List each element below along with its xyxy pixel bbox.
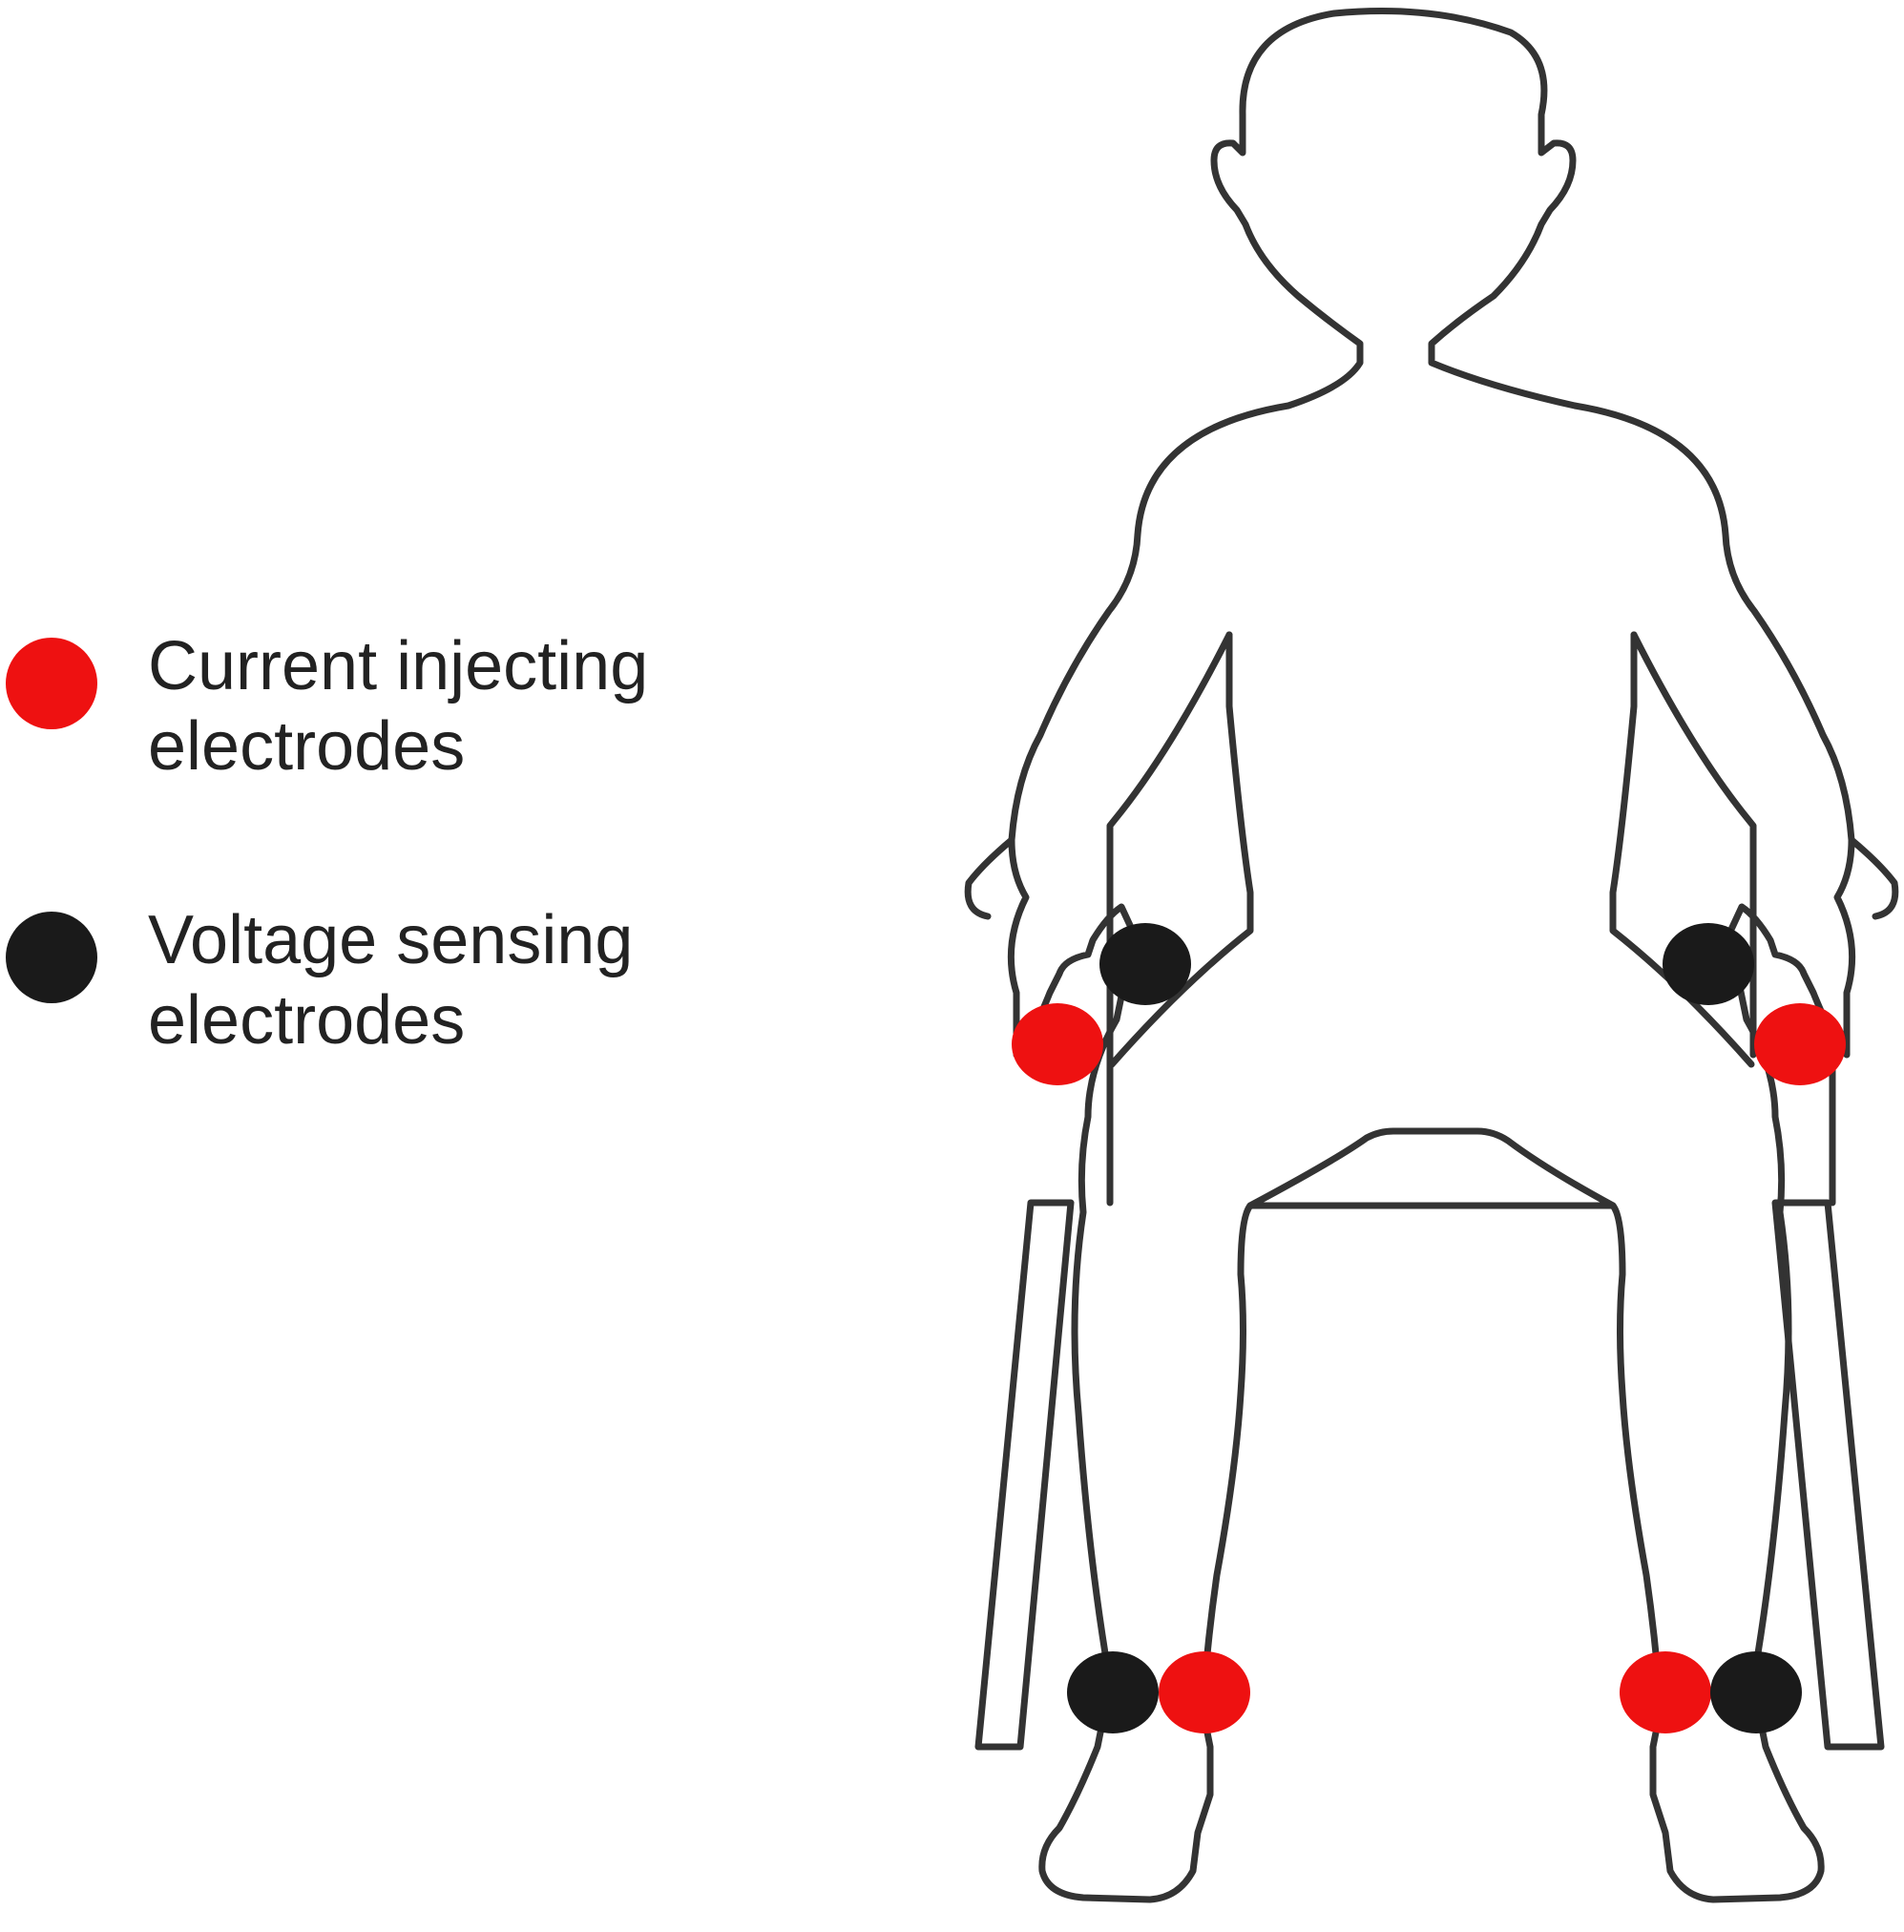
- outline-group: [964, 8, 1899, 1903]
- current-electrode-right-ankle: [1159, 1651, 1250, 1733]
- voltage-electrode-right-hand: [1099, 923, 1191, 1005]
- voltage-electrode-left-hand: [1663, 923, 1754, 1005]
- chair-seat: [1246, 1127, 1617, 1209]
- current-electrode-left-wrist: [1754, 1003, 1846, 1085]
- voltage-electrode-right-ankle: [1067, 1651, 1159, 1733]
- current-electrode-swatch: [6, 638, 97, 729]
- right-hand-knuckles: [1848, 836, 1899, 920]
- chair-right-leg: [1771, 1199, 1885, 1751]
- left-torso-side-line: [1108, 631, 1254, 1068]
- left-hand-knuckles: [964, 836, 1015, 920]
- voltage-electrode-swatch: [6, 912, 97, 1003]
- chair: [974, 1051, 1885, 1751]
- left-arm-inner-line: [1106, 631, 1233, 1059]
- chair-left-leg: [974, 1199, 1075, 1751]
- legend-voltage-sensing: Voltage sensing electrodes: [0, 902, 725, 1095]
- current-electrode-left-ankle: [1620, 1651, 1711, 1733]
- legend-label-current: Current injecting electrodes: [148, 628, 649, 785]
- legend-current-injecting: Current injecting electrodes: [0, 628, 725, 821]
- person-body-outline: [1007, 8, 1856, 1903]
- right-torso-side-line: [1609, 631, 1755, 1068]
- current-electrode-right-wrist: [1012, 1003, 1103, 1085]
- voltage-electrode-left-ankle: [1710, 1651, 1802, 1733]
- legend-label-voltage: Voltage sensing electrodes: [148, 902, 634, 1059]
- right-arm-inner-line: [1630, 631, 1757, 1059]
- electrodes: [1012, 923, 1846, 1733]
